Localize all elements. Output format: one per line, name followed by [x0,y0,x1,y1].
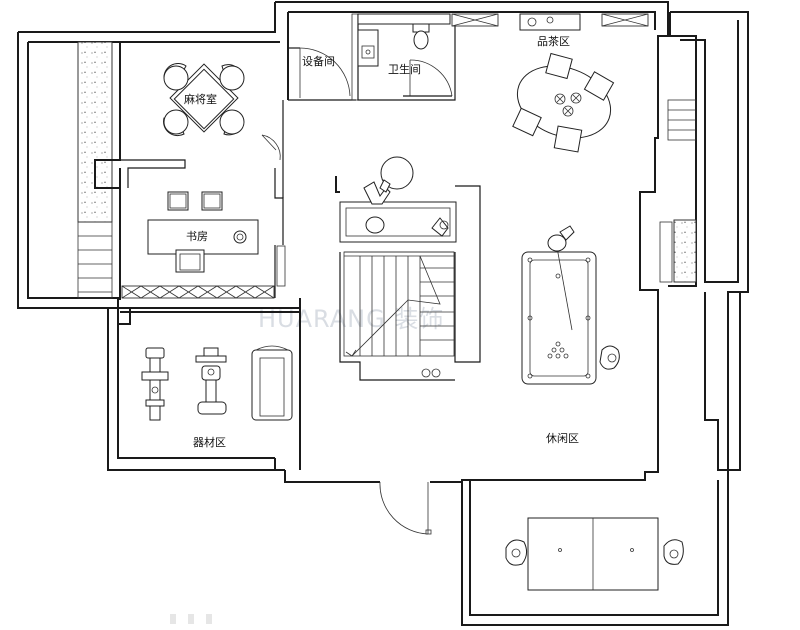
billiards-table [521,225,620,385]
tea-table [512,52,615,153]
stair-block [335,176,481,381]
room-label-study: 书房 [186,230,208,243]
study-room: 书房 [119,168,286,299]
room-label-tea: 品茶区 [537,35,570,48]
left-columns [77,41,113,299]
room-label-gym: 器材区 [193,435,226,449]
mahjong-room: 麻将室 [94,42,245,300]
tea-area: 品茶区 [451,13,649,153]
exercise-bike [195,347,227,415]
room-label-mahjong: 麻将室 [184,92,217,106]
gym-area: 器材区 [141,345,293,449]
right-columns [659,99,697,283]
pingpong-table [505,517,684,591]
room-label-bathroom: 卫生间 [388,62,421,76]
room-label-equipment: 设备间 [302,54,335,68]
equipment-room: 设备间 [287,12,359,101]
mahjong-door [261,134,281,161]
treadmill [251,345,293,421]
weight-bench [141,347,169,421]
bathroom: 卫生间 [357,13,456,101]
outer-walls [17,1,749,626]
corner-marks [170,614,212,624]
watermark: HUARANG 装饰 [258,305,444,333]
bottom-door [379,481,432,535]
mahjong-table [163,63,245,137]
room-label-leisure: 休闲区 [546,431,579,445]
sofa-lounge [339,156,457,243]
